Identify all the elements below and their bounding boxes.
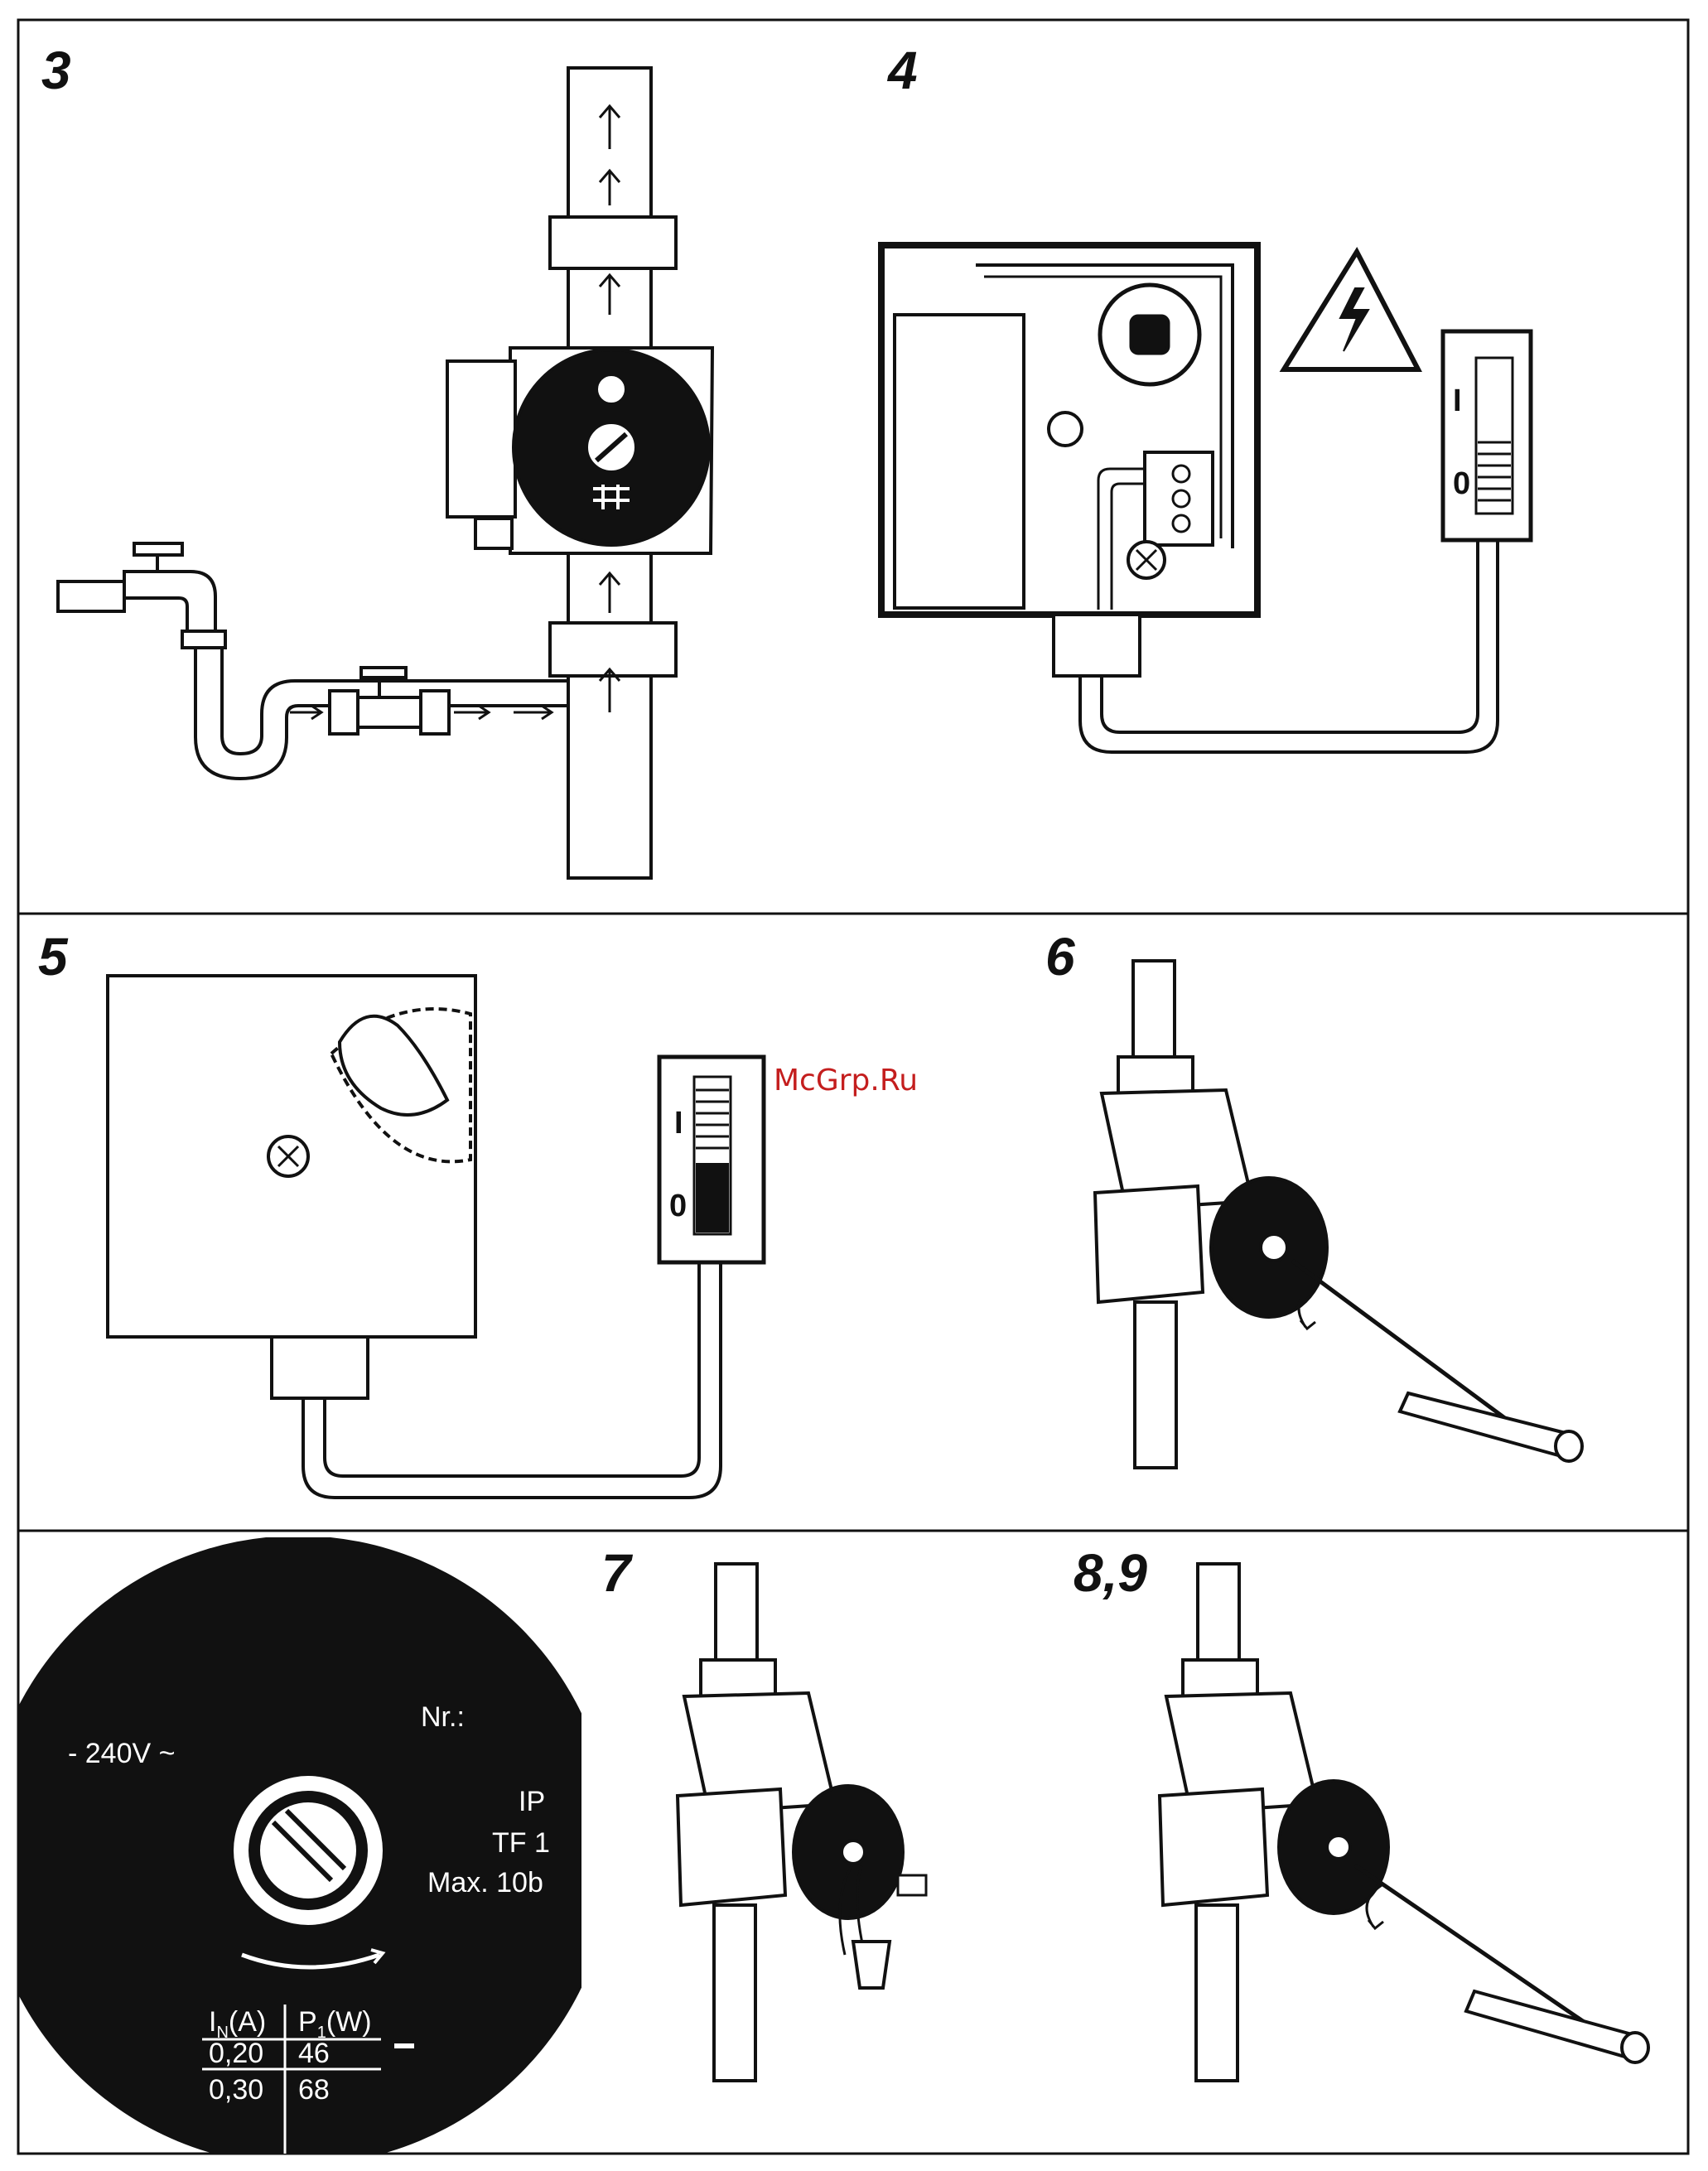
step-number-5: 5 [38, 926, 68, 987]
nameplate-tf-class: TF 1 [492, 1827, 550, 1859]
nameplate-row2-current: 0,30 [209, 2074, 263, 2106]
step-number-6: 6 [1045, 926, 1075, 987]
switch-off-label-fig5: 0 [669, 1189, 687, 1223]
switch-on-label-fig5: I [674, 1106, 683, 1141]
figure-6-pump-vent [1095, 961, 1582, 1468]
step-number-8-9: 8,9 [1074, 1542, 1147, 1604]
switch-on-label-fig4: I [1453, 384, 1462, 418]
figure-5-closed-box [108, 976, 764, 1498]
nameplate-serial-label: Nr.: [421, 1701, 465, 1733]
step-number-4: 4 [888, 40, 918, 101]
nameplate-max-pressure: Max. 10b [427, 1867, 543, 1898]
nameplate-row1-current: 0,20 [209, 2038, 263, 2069]
watermark: McGrp.Ru [774, 1064, 918, 1098]
step-number-3: 3 [41, 40, 71, 101]
nameplate-voltage: - 240V ~ [68, 1738, 175, 1769]
figure-8-9-pump-vent [1160, 1564, 1648, 2081]
step-number-7: 7 [601, 1542, 631, 1604]
figure-3-pump-filling [58, 68, 712, 878]
nameplate-row2-power: 68 [298, 2074, 330, 2106]
nameplate-power-header: P1(W) [298, 2006, 372, 2042]
figure-4-terminal-box [881, 245, 1531, 752]
switch-off-label-fig4: 0 [1453, 466, 1470, 501]
figure-7-pump-draining [678, 1564, 926, 2081]
nameplate-row1-power: 46 [298, 2038, 330, 2069]
nameplate-ip-rating: IP [519, 1786, 545, 1817]
